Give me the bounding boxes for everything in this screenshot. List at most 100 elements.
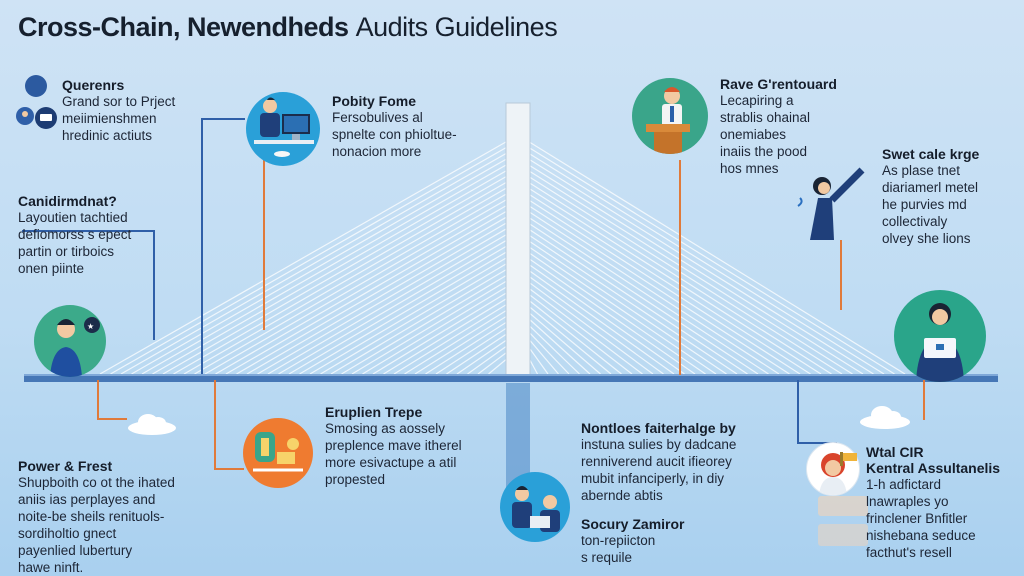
section-text: onen piinte <box>18 261 85 276</box>
bridge-cable <box>517 244 706 375</box>
bridge-cable <box>517 227 738 375</box>
section-text: nishebana seduce <box>866 528 976 543</box>
bridge-cable <box>517 198 790 375</box>
section-text: preplence mave itherel <box>325 438 462 453</box>
connector-line <box>797 442 837 444</box>
flag-icon <box>840 452 857 466</box>
bridge-cable <box>152 163 519 375</box>
bridge-cable <box>162 169 519 375</box>
section-text: Shupboith co ot the ihated <box>18 475 175 490</box>
bridge-cable <box>194 186 519 375</box>
section-text: abernde abtis <box>581 488 663 503</box>
bridge-cable <box>393 296 519 375</box>
bridge-deck-highlight <box>24 374 998 376</box>
bridge-deck <box>24 374 998 382</box>
bridge-cable <box>183 180 519 375</box>
bridge-cable <box>517 233 727 375</box>
section-title: Canidirmdnat? <box>18 193 117 209</box>
section-text: aniis ias perplayes and <box>18 492 156 507</box>
section-swet: Swet cale krge As plase tnet diariamerl … <box>882 146 979 247</box>
connector-line <box>201 118 245 120</box>
bridge-cable <box>309 250 519 375</box>
person-icon <box>797 167 865 240</box>
section-title: Wtal CIR <box>866 444 924 460</box>
section-text: defiomorss s epect <box>18 227 132 242</box>
podium-speaker-illustration <box>632 78 708 154</box>
bridge-cable <box>517 285 633 375</box>
bridge-cable <box>110 140 519 375</box>
bridge-cable <box>517 204 780 375</box>
section-text: instuna sulies by dadcane <box>581 437 737 452</box>
bridge-cable <box>517 175 832 375</box>
bridge-cable <box>425 314 519 375</box>
section-title: Power & Frest <box>18 458 113 474</box>
section-text: partin or tirboics <box>18 244 115 259</box>
page-title: Cross-Chain, Newendheds Audits Guideline… <box>18 12 558 43</box>
cloud-icon <box>860 406 910 429</box>
bridge-cable <box>517 296 612 375</box>
bridge-cable <box>517 134 906 375</box>
bridge-cable <box>99 134 519 375</box>
connector-line <box>679 160 681 375</box>
section-text: hos mnes <box>720 161 779 176</box>
section-text: 1-h adfictard <box>866 477 942 492</box>
section-text: hredinic actiuts <box>62 128 153 143</box>
bridge-cable <box>517 250 696 375</box>
section-title: Pobity Fome <box>332 93 417 109</box>
bridge-cable <box>414 308 519 375</box>
bridge-cable <box>517 279 643 375</box>
connector-line <box>797 380 799 444</box>
bridge-cable <box>517 262 675 375</box>
section-text: renniverend aucit ifieorey <box>581 454 732 469</box>
decorative-block <box>818 524 868 546</box>
section-text: diariamerl metel <box>882 180 979 195</box>
bridge-cable <box>120 146 519 375</box>
section-text: mubit infanciperly, in diy <box>581 471 725 486</box>
bridge-cable <box>517 151 874 375</box>
connector-line <box>153 230 155 340</box>
title-thin: Audits Guidelines <box>355 12 558 42</box>
bridge-cable <box>517 273 654 375</box>
section-policy: Pobity Fome Fersobulives al spnelte con … <box>332 93 457 160</box>
bridge-cable <box>246 215 519 375</box>
section-text: frinclener Bnfitler <box>866 511 968 526</box>
connector-line <box>214 380 216 470</box>
section-text: meiimienshmen <box>62 111 157 126</box>
title-bold: Cross-Chain, Newendheds <box>18 12 349 42</box>
section-text: inaiis the pood <box>720 144 808 159</box>
bridge-cable <box>517 192 801 375</box>
bridge-cable <box>517 209 769 375</box>
section-text: facthut's resell <box>866 545 952 560</box>
podium-icon <box>646 87 690 154</box>
bridge-cable <box>236 209 519 375</box>
bridge-cable <box>288 238 519 375</box>
section-title: Socury Zamiror <box>581 516 685 532</box>
person-icon: ★ <box>34 305 106 377</box>
people-icon <box>16 75 57 129</box>
section-text: Smosing as aossely <box>325 421 446 436</box>
bridge-cable <box>257 221 519 375</box>
bridge-cable <box>517 291 622 375</box>
bridge-cable <box>225 204 519 375</box>
bridge-cable <box>517 267 664 375</box>
bridge-cable <box>517 215 759 375</box>
section-text: onemiabes <box>720 127 787 142</box>
bridge-cable <box>278 233 519 375</box>
bridge-cable <box>131 151 519 375</box>
section-text: Layoutien tachtied <box>18 210 128 225</box>
connector-line <box>840 240 842 310</box>
section-text: strablis ohainal <box>720 110 811 125</box>
bridge-cable <box>517 140 895 375</box>
section-overview: Querenrs Grand sor to Prject meiimienshm… <box>62 77 175 144</box>
bridge-cable <box>215 198 519 375</box>
connector-line <box>97 380 99 420</box>
section-subtitle: Kentral Assultanelis <box>866 460 1001 476</box>
bridge-cable <box>517 157 864 375</box>
bridge-cable <box>517 256 685 375</box>
section-text: hawe ninft. <box>18 560 84 575</box>
section-title: Eruplien Trepe <box>325 404 423 420</box>
bridge-cable <box>517 180 822 375</box>
bridge-cable <box>517 221 748 375</box>
section-text: Fersobulives al <box>332 110 423 125</box>
section-title: Rave G'rentouard <box>720 76 837 92</box>
